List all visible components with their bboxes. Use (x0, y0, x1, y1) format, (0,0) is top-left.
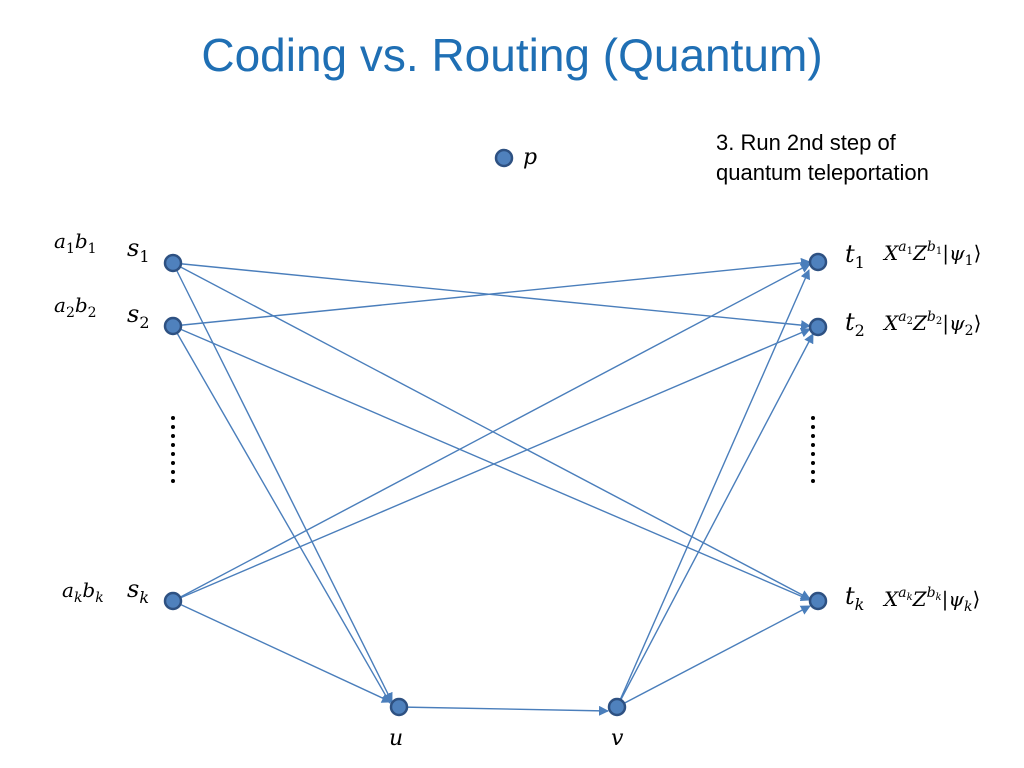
edge-u-v (398, 705, 609, 716)
node-t2 (808, 317, 828, 337)
node-s2 (163, 316, 183, 336)
node-t1 (808, 252, 828, 272)
node-v (607, 697, 627, 717)
input-row-k: akbk (62, 578, 104, 606)
label-p: p (523, 145, 537, 170)
node-tk (808, 591, 828, 611)
edge-s2-tk (172, 325, 811, 602)
edge-v-t1 (616, 269, 810, 708)
node-p (494, 148, 514, 168)
edge-s2-t1 (172, 257, 811, 327)
edge-sk-t2 (172, 327, 811, 602)
node-u (389, 697, 409, 717)
node-sk (163, 591, 183, 611)
label-tk: tk (845, 582, 864, 614)
edge-s2-u (172, 325, 391, 704)
label-s2: s2 (127, 300, 150, 332)
input-row-2: a2b2 (54, 293, 97, 321)
edge-v-tk (616, 605, 811, 708)
edge-sk-t1 (172, 263, 811, 602)
node-s1 (163, 253, 183, 273)
edge-v-t2 (616, 333, 814, 708)
step-note-line-1: 3. Run 2nd step of (716, 130, 896, 155)
label-t2: t2 (845, 308, 865, 340)
slide-title: Coding vs. Routing (Quantum) (201, 29, 823, 81)
ellipsis-left (171, 416, 175, 483)
ellipsis-right (811, 416, 815, 483)
step-note: 3. Run 2nd step of quantum teleportation (716, 128, 929, 188)
edges (172, 257, 814, 716)
output-row-k: XakZbk|ψk⟩ (882, 585, 980, 615)
edge-sk-u (172, 600, 392, 703)
label-u: u (389, 726, 403, 751)
label-s1: s1 (127, 234, 150, 266)
label-t1: t1 (845, 240, 865, 272)
output-row-1: Xa1Zb1|ψ1⟩ (882, 239, 981, 269)
edge-s1-u (172, 262, 393, 703)
step-note-line-2: quantum teleportation (716, 160, 929, 185)
label-v: v (611, 726, 624, 751)
output-row-2: Xa2Zb2|ψ2⟩ (882, 309, 981, 339)
label-sk: sk (127, 575, 149, 607)
input-row-1: a1b1 (54, 229, 97, 257)
edge-s1-tk (172, 262, 811, 600)
